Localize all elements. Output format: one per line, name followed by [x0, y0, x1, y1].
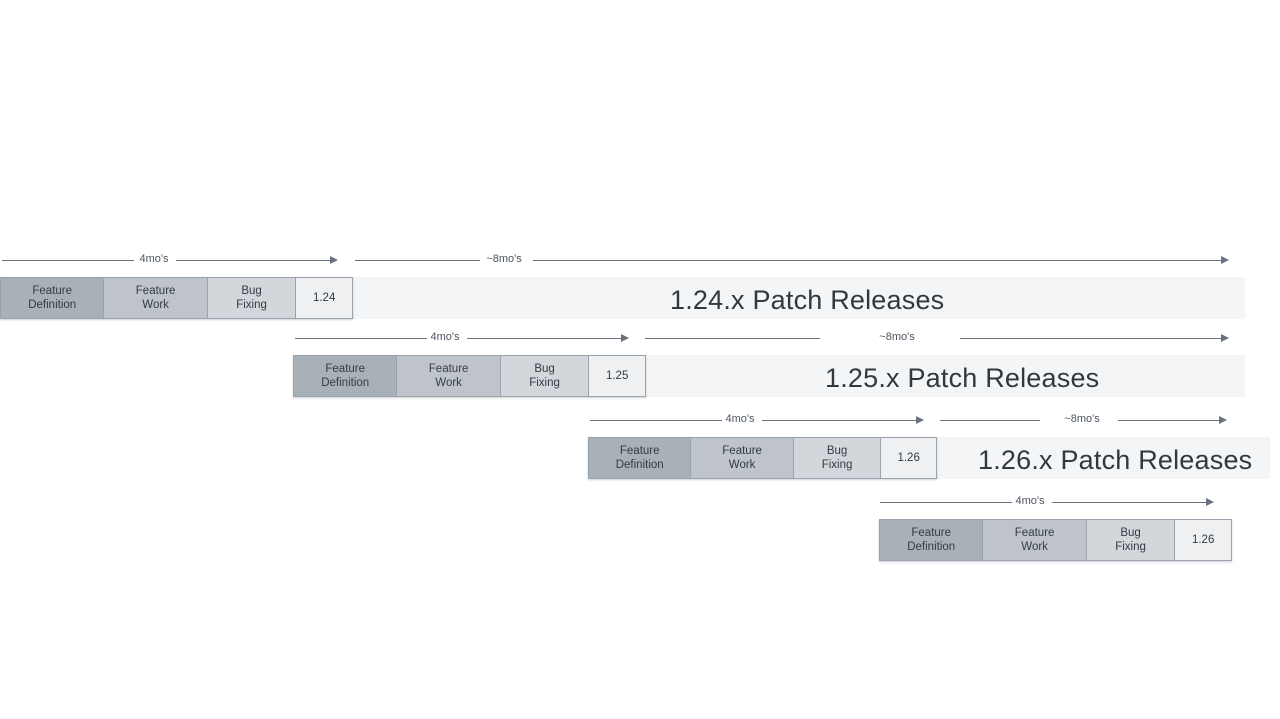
measure-4mo-126: 4mo's: [590, 412, 930, 430]
arrow-head-icon: [1206, 498, 1214, 506]
measure-rule-left: [880, 502, 1012, 503]
measure-label-8mo: ~8mo's: [486, 253, 522, 265]
measure-rule-right: [1118, 420, 1221, 421]
patch-band-label-125: 1.25.x Patch Releases: [825, 363, 1100, 393]
measure-8mo-126: ~8mo's: [940, 412, 1235, 430]
phase-label-line1: Bug: [241, 285, 262, 297]
measure-4mo-124: 4mo's: [0, 252, 340, 270]
phase-label-line1: Bug: [1120, 527, 1141, 539]
phase-label-line2: Definition: [321, 377, 370, 389]
phase-bar-125: Feature Definition Feature Work Bug Fixi…: [293, 355, 646, 397]
measure-rule-left: [355, 260, 480, 261]
arrow-head-icon: [330, 256, 338, 264]
phase-feature-work[interactable]: Feature Work: [983, 520, 1087, 560]
measure-label-4mo: 4mo's: [725, 413, 755, 425]
phase-bug-fixing[interactable]: Bug Fixing: [793, 438, 882, 478]
phase-label-line2: Fixing: [821, 459, 853, 471]
measure-8mo-125: ~8mo's: [645, 330, 1235, 348]
phase-label-line2: Fixing: [529, 377, 560, 389]
patch-band-label-124: 1.24.x Patch Releases: [670, 285, 945, 315]
phase-label-line2: Work: [435, 377, 462, 389]
phase-label-line1: Bug: [534, 363, 555, 375]
measure-rule-left: [295, 338, 427, 339]
phase-label-line2: Work: [142, 299, 169, 311]
measure-rule-right: [762, 420, 917, 421]
phase-feature-work[interactable]: Feature Work: [104, 278, 208, 318]
phase-version-127[interactable]: 1.26: [1175, 520, 1231, 560]
phase-bug-fixing[interactable]: Bug Fixing: [500, 356, 590, 396]
measure-rule-right: [467, 338, 622, 339]
measure-rule-right: [176, 260, 331, 261]
measure-rule-left: [940, 420, 1040, 421]
phase-feature-work[interactable]: Feature Work: [397, 356, 501, 396]
phase-label-line1: Bug: [826, 445, 848, 457]
phase-bar-127: Feature Definition Feature Work Bug Fixi…: [879, 519, 1232, 561]
phase-feature-definition[interactable]: Feature Definition: [1, 278, 105, 318]
measure-rule-left: [645, 338, 820, 339]
measure-rule-right: [960, 338, 1223, 339]
phase-label-line2: Definition: [615, 459, 664, 471]
measure-rule-left: [590, 420, 722, 421]
phase-bar-126: Feature Definition Feature Work Bug Fixi…: [588, 437, 937, 479]
phase-feature-definition[interactable]: Feature Definition: [589, 438, 692, 478]
arrow-head-icon: [916, 416, 924, 424]
version-label: 1.26: [1191, 534, 1215, 546]
measure-rule-left: [2, 260, 134, 261]
phase-label-line2: Work: [1021, 541, 1048, 553]
phase-bar-124: Feature Definition Feature Work Bug Fixi…: [0, 277, 353, 319]
phase-label-line1: Feature: [722, 445, 762, 457]
phase-label-line2: Definition: [907, 541, 956, 553]
measure-label-4mo: 4mo's: [139, 253, 169, 265]
version-label: 1.25: [605, 370, 629, 382]
arrow-head-icon: [1221, 334, 1229, 342]
measure-4mo-127: 4mo's: [880, 494, 1220, 512]
patch-band-label-126: 1.26.x Patch Releases: [978, 445, 1253, 475]
phase-version-124[interactable]: 1.24: [296, 278, 352, 318]
phase-version-126[interactable]: 1.26: [881, 438, 936, 478]
phase-version-125[interactable]: 1.25: [589, 356, 645, 396]
version-label: 1.26: [897, 452, 920, 464]
arrow-head-icon: [621, 334, 629, 342]
phase-bug-fixing[interactable]: Bug Fixing: [1086, 520, 1176, 560]
phase-label-line2: Work: [728, 459, 756, 471]
phase-feature-definition[interactable]: Feature Definition: [294, 356, 398, 396]
measure-rule-right: [533, 260, 1223, 261]
measure-label-8mo: ~8mo's: [1064, 413, 1100, 425]
phase-label-line1: Feature: [428, 363, 469, 375]
phase-label-line1: Feature: [911, 527, 952, 539]
phase-label-line2: Fixing: [236, 299, 267, 311]
phase-label-line1: Feature: [1014, 527, 1055, 539]
arrow-head-icon: [1219, 416, 1227, 424]
measure-rule-right: [1052, 502, 1207, 503]
phase-label-line2: Fixing: [1115, 541, 1146, 553]
phase-label-line1: Feature: [32, 285, 73, 297]
measure-label-4mo: 4mo's: [1015, 495, 1045, 507]
phase-label-line2: Definition: [28, 299, 77, 311]
measure-4mo-125: 4mo's: [295, 330, 635, 348]
phase-label-line1: Feature: [135, 285, 176, 297]
phase-label-line1: Feature: [619, 445, 660, 457]
phase-feature-work[interactable]: Feature Work: [691, 438, 794, 478]
phase-feature-definition[interactable]: Feature Definition: [880, 520, 984, 560]
phase-label-line1: Feature: [325, 363, 366, 375]
version-label: 1.24: [312, 292, 336, 304]
measure-label-4mo: 4mo's: [430, 331, 460, 343]
phase-bug-fixing[interactable]: Bug Fixing: [207, 278, 297, 318]
measure-label-8mo: ~8mo's: [879, 331, 915, 343]
measure-8mo-124: ~8mo's: [355, 252, 1237, 270]
arrow-head-icon: [1221, 256, 1229, 264]
